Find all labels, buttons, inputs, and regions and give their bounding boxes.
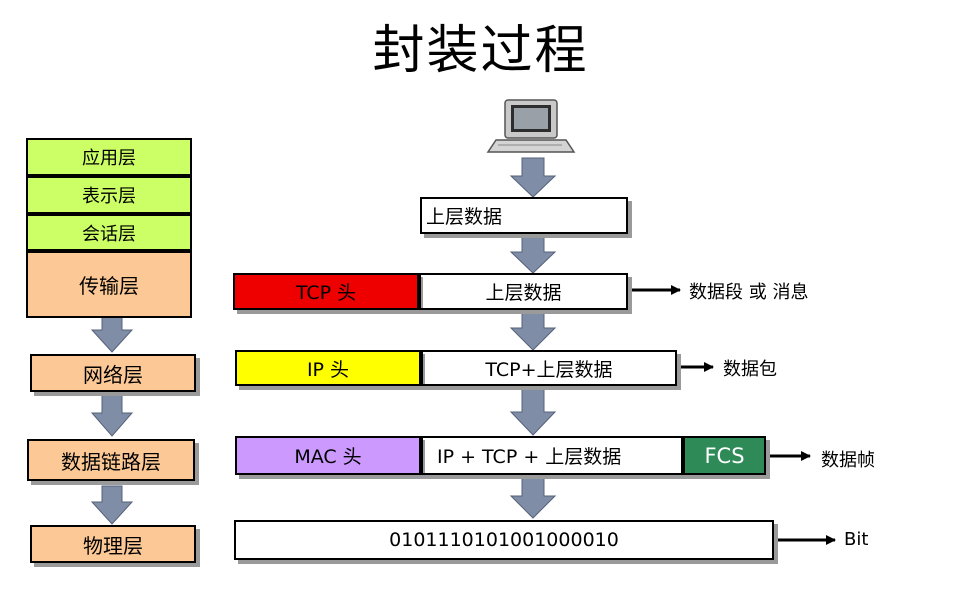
flow-down-arrow-4 [509,384,557,436]
flow-down-arrow-1 [509,157,557,198]
tcp-header: TCP 头 [233,273,419,310]
layer-network: 网络层 [30,354,196,392]
flow-down-arrow-5 [509,475,557,519]
segment-label: 数据段 或 消息 [689,282,809,303]
fcs-trailer: FCS [683,436,766,475]
bit-label: Bit [844,529,869,550]
bit-stream: 0101110101001000010 [234,520,774,560]
transport-data: 上层数据 [419,273,628,310]
layer-physical: 物理层 [30,525,196,563]
network-data: TCP+上层数据 [421,350,677,386]
layer-application: 应用层 [26,138,192,176]
layer-transport: 传输层 [26,251,192,318]
layer-datalink: 数据链路层 [27,439,195,481]
frame-label: 数据帧 [821,450,875,471]
layer-session: 会话层 [26,214,192,251]
layer-down-arrow-3 [90,485,134,525]
ip-header: IP 头 [235,350,421,386]
datalink-data: IP + TCP + 上层数据 [421,436,683,475]
layer-presentation: 表示层 [26,176,192,214]
packet-label: 数据包 [723,359,777,380]
page-title: 封装过程 [372,21,589,81]
flow-down-arrow-2 [509,235,557,274]
computer-icon [486,99,576,153]
mac-header: MAC 头 [235,436,421,475]
layer-down-arrow-2 [90,394,134,437]
upper-data-box: 上层数据 [420,197,628,234]
flow-down-arrow-3 [509,308,557,351]
